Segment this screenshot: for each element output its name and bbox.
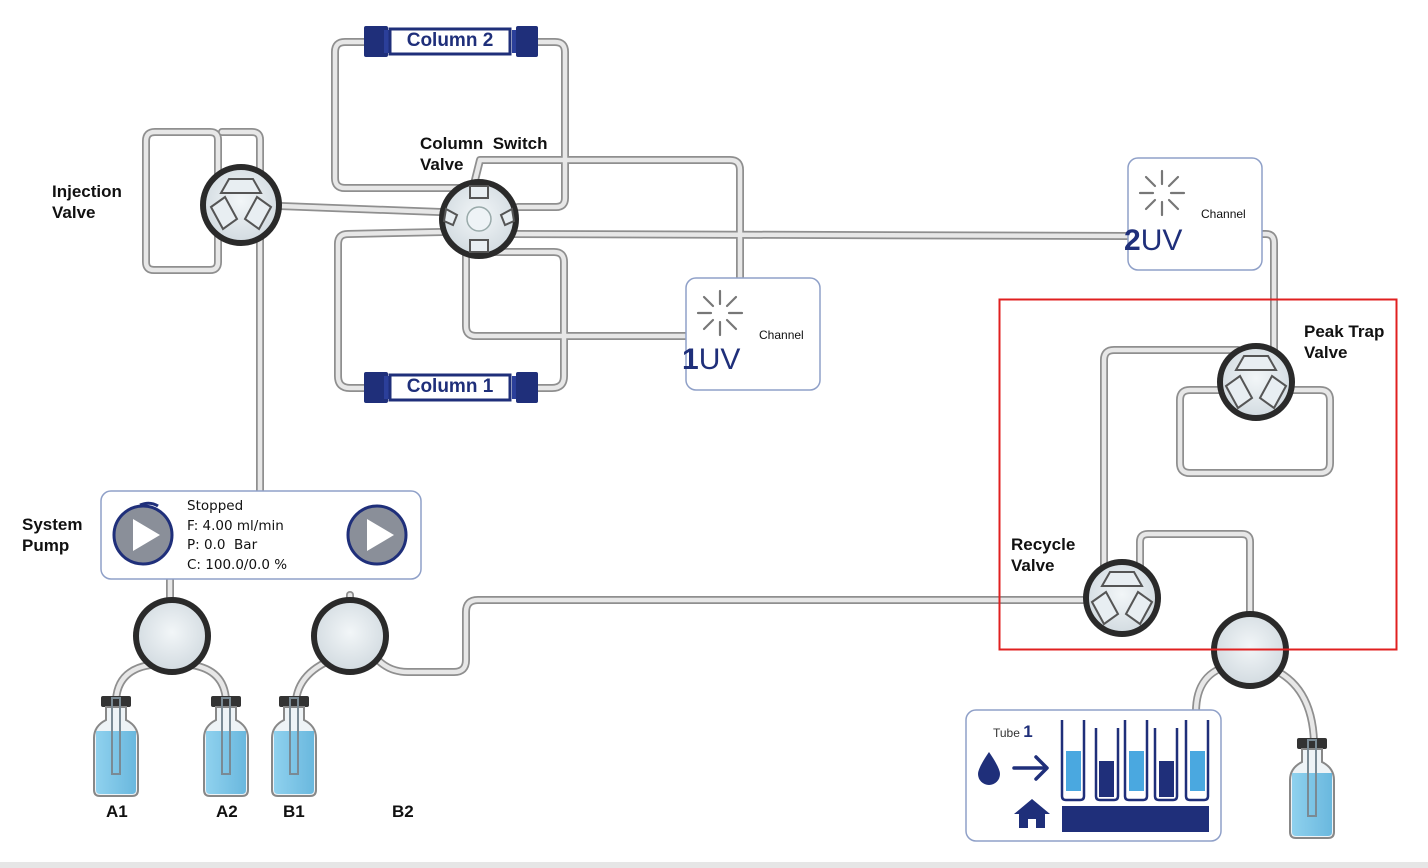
system-pump-panel[interactable] xyxy=(100,490,422,580)
lamp-icon xyxy=(696,289,744,337)
bottle-b1-label: B1 xyxy=(283,802,305,821)
home-icon[interactable] xyxy=(1014,799,1050,828)
tube-number: 1 xyxy=(1023,722,1033,741)
selection-highlight xyxy=(998,298,1398,651)
bottle-a1-label: A1 xyxy=(106,802,128,821)
tube-rack xyxy=(1060,720,1210,802)
drop-icon xyxy=(978,752,1000,785)
tube-counter: Tube 1 xyxy=(993,722,1033,742)
pump-pressure: P: 0.0 Bar xyxy=(187,537,258,553)
column-switch-valve[interactable] xyxy=(439,179,519,259)
tubing xyxy=(112,38,1334,746)
uv2-readout: 2UV xyxy=(1124,226,1182,256)
uv1-readout: 1UV xyxy=(682,345,740,375)
pump-flow: F: 4.00 ml/min xyxy=(187,517,284,534)
pump-composition: C: 100.0/0.0 % xyxy=(187,556,288,573)
arrow-right-icon xyxy=(1012,755,1049,781)
play-icon[interactable] xyxy=(112,501,174,566)
uv2-number: 2 xyxy=(1124,224,1141,257)
bottle-a1 xyxy=(93,696,139,797)
uv2-channel-label: Channel xyxy=(1201,207,1246,221)
fraction-collector[interactable] xyxy=(965,709,1222,842)
bottle-b1 xyxy=(271,696,317,797)
peak-trap-valve[interactable] xyxy=(1217,343,1295,421)
uv-detector-1[interactable] xyxy=(685,277,821,391)
injection-valve[interactable] xyxy=(200,164,282,246)
recycle-valve[interactable] xyxy=(1083,559,1161,637)
pump-status-text: Stopped F: 4.00 ml/min P: 0.0 Bar C: 100… xyxy=(187,497,287,575)
uv1-channel-label: Channel xyxy=(759,328,804,342)
tube-label: Tube xyxy=(993,726,1020,740)
bottom-border xyxy=(0,862,1428,868)
uv-detector-2[interactable] xyxy=(1127,157,1263,271)
uv1-unit: UV xyxy=(698,343,741,376)
tray-bar xyxy=(1062,806,1209,832)
tube-fill xyxy=(1066,751,1205,797)
waste-bottle xyxy=(1289,738,1335,839)
column-2-label: Column 2 xyxy=(406,30,494,51)
mixer-valve-a[interactable] xyxy=(133,597,211,675)
lamp-icon xyxy=(1138,169,1186,217)
pump-status: Stopped xyxy=(187,498,244,514)
bottle-a2 xyxy=(203,696,249,797)
column-1-label: Column 1 xyxy=(406,376,494,397)
column-1[interactable] xyxy=(364,372,538,403)
column-2[interactable] xyxy=(364,26,538,57)
bottle-b2-label: B2 xyxy=(392,802,414,821)
uv1-number: 1 xyxy=(682,343,699,376)
uv2-unit: UV xyxy=(1140,224,1183,257)
mixer-valve-b[interactable] xyxy=(311,597,389,675)
bottle-a2-label: A2 xyxy=(216,802,238,821)
play-icon[interactable] xyxy=(346,504,408,566)
